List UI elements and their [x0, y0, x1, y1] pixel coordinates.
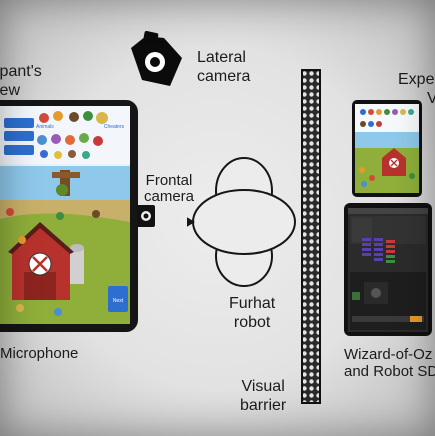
experimenter-tablet [352, 100, 422, 197]
furhat-robot-label: Furhat robot [229, 295, 276, 331]
furhat-robot-icon [187, 157, 296, 287]
next-button-label: Next [113, 298, 124, 304]
experimenter-view-label: Expe V [398, 71, 435, 107]
tablet-button [4, 118, 34, 128]
tablet-left-header: Animals [36, 124, 54, 130]
frontal-camera-icon [137, 205, 155, 227]
woz-software-label: Wizard-of-Oz and Robot SD [344, 346, 435, 380]
tablet-right-header: Cheaters [104, 124, 125, 130]
visual-barrier-label: Visual barrier [240, 378, 287, 414]
participant-tablet: Animals Cheaters Next [0, 100, 138, 332]
next-button [108, 286, 128, 312]
microphone-label: Microphone [0, 345, 79, 362]
animal-icons [37, 111, 108, 159]
visual-barrier [301, 69, 321, 404]
lateral-camera-icon [131, 31, 182, 86]
frontal-camera-label: Frontal camera [144, 172, 195, 205]
barn [8, 222, 74, 300]
woz-software-screen [344, 203, 432, 336]
lateral-camera-label: Lateral camera [197, 49, 251, 85]
participant-view-label: ipant's iew [0, 63, 42, 99]
